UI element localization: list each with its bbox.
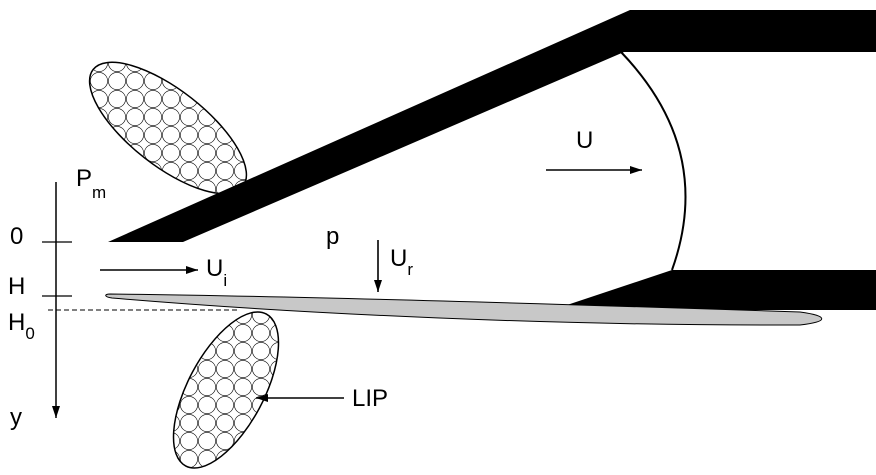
axis-y-label: y (10, 404, 22, 431)
inlet-velocity-main: U (206, 255, 223, 282)
mouth-pressure-main: P (76, 165, 92, 192)
mouth-pressure-label: Pm (76, 165, 106, 202)
channel-pressure-label: p (326, 223, 339, 250)
tick-h0-label: H0 (8, 309, 35, 343)
tick-zero-label: 0 (10, 223, 23, 250)
reed-velocity-label: Ur (390, 245, 413, 279)
tick-h0-main: H (8, 309, 25, 336)
mouthpiece-upper-wall (108, 10, 876, 242)
mouthpiece-lower-wall (552, 270, 876, 310)
inlet-velocity-subscript: i (223, 271, 227, 290)
reed-velocity-main: U (390, 245, 407, 272)
tick-h0-subscript: 0 (25, 324, 34, 343)
mouth-pressure-subscript: m (92, 183, 106, 202)
tick-h-label: H (8, 273, 25, 300)
reed-velocity-subscript: r (407, 260, 413, 279)
lip-label: LIP (352, 385, 388, 412)
wavefront-curve (620, 51, 687, 271)
reed (105, 293, 823, 326)
lower-lip (152, 296, 300, 475)
inlet-velocity-label: Ui (206, 255, 227, 290)
flow-velocity-label: U (576, 127, 593, 154)
